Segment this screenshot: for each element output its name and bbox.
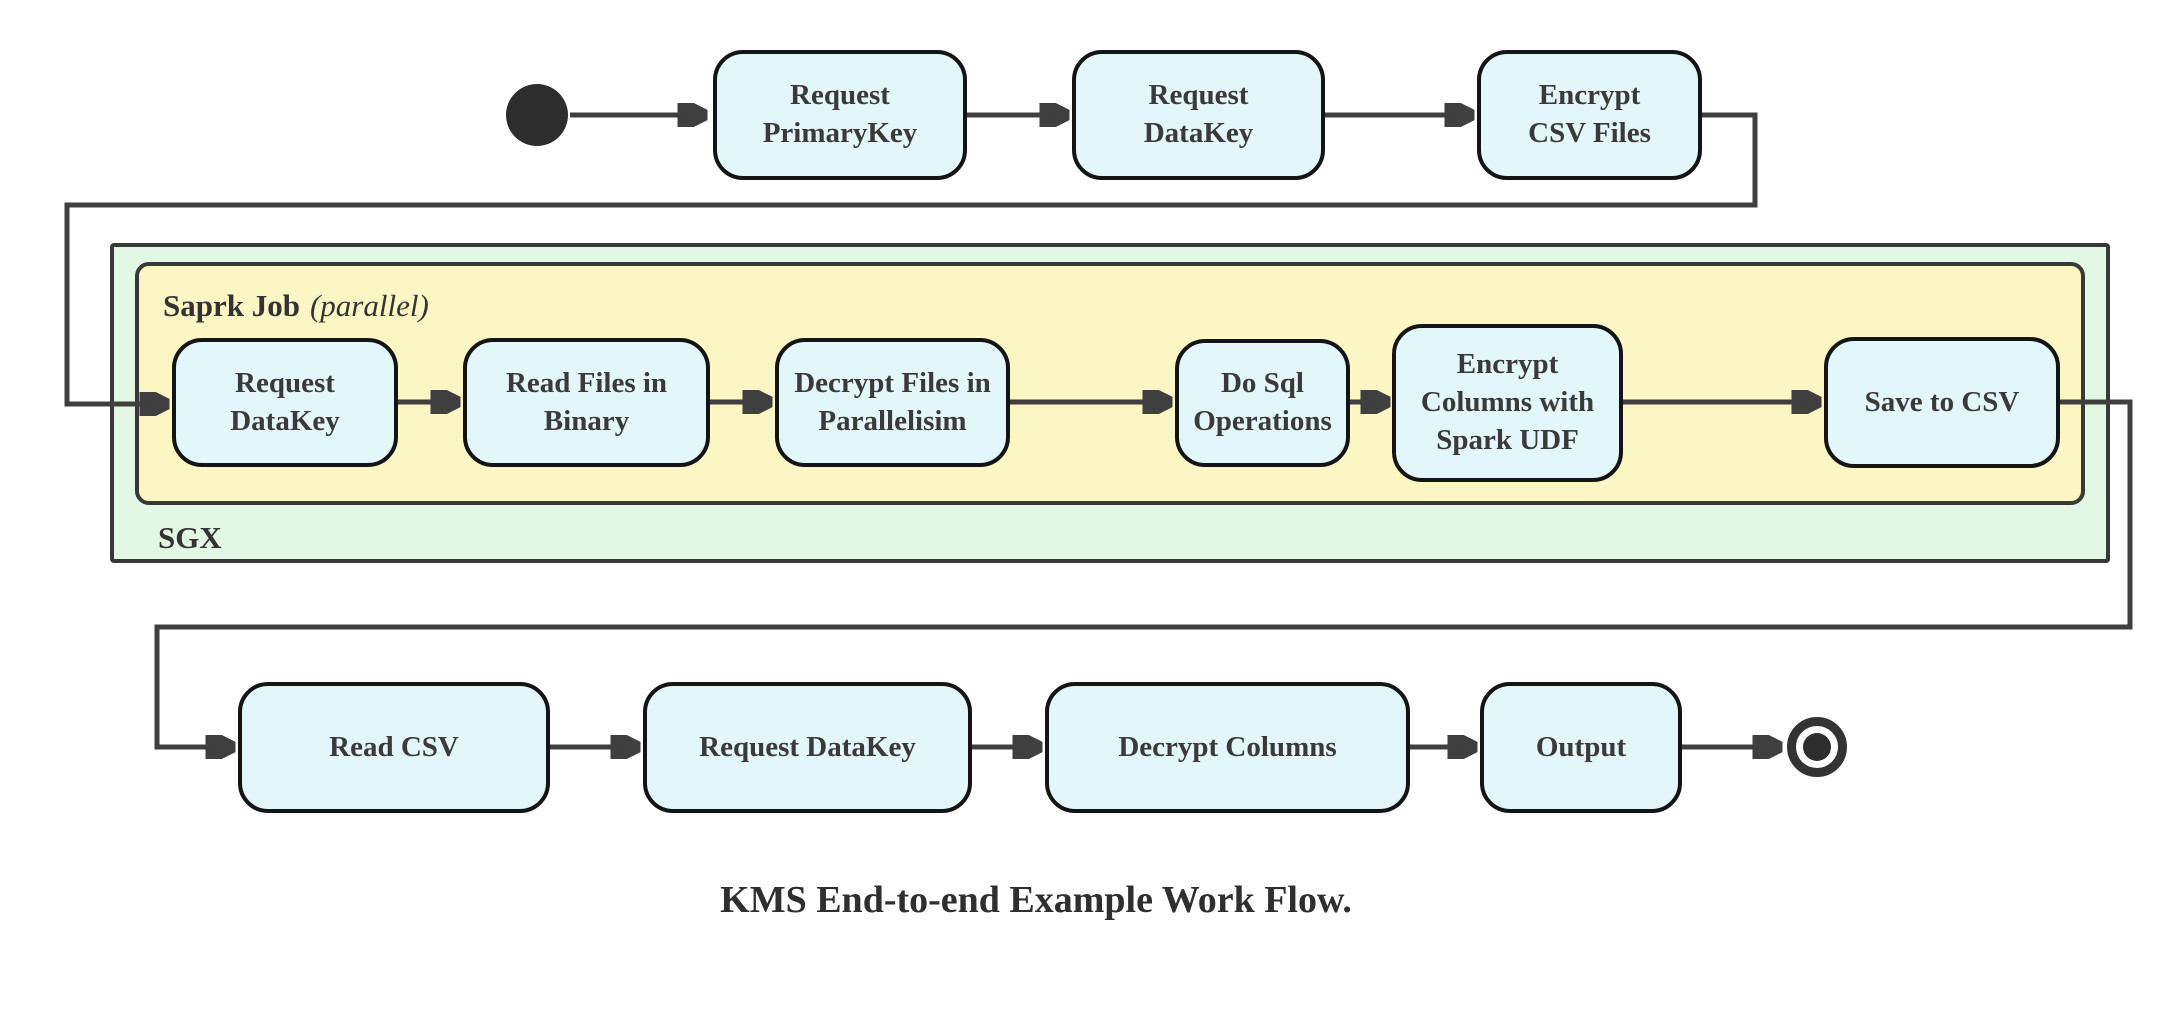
node-encrypt-csv-files: Encrypt CSV Files (1477, 50, 1702, 180)
spark-job-label: Saprk Job (parallel) (163, 288, 429, 324)
edge-save-csv-to-read-csv (154, 399, 2133, 747)
node-decrypt-columns: Decrypt Columns (1045, 682, 1410, 813)
node-request-primarykey: Request PrimaryKey (713, 50, 967, 180)
node-request-datakey-spark: Request DataKey (172, 338, 398, 467)
node-output: Output (1480, 682, 1682, 813)
node-save-to-csv: Save to CSV (1824, 337, 2060, 468)
spark-job-label-text: Saprk Job (163, 288, 300, 323)
sgx-label: SGX (158, 520, 222, 555)
spark-job-parallel-suffix: (parallel) (309, 288, 429, 323)
end-node (1787, 717, 1847, 777)
node-do-sql-operations: Do Sql Operations (1175, 339, 1350, 467)
node-read-csv: Read CSV (238, 682, 550, 813)
diagram-caption: KMS End-to-end Example Work Flow. (720, 879, 1352, 921)
node-decrypt-files-in-parallelisim: Decrypt Files in Parallelisim (775, 338, 1010, 467)
node-read-files-in-binary: Read Files in Binary (463, 338, 710, 467)
container-spark-job (135, 262, 2085, 505)
start-node (506, 84, 568, 146)
edge-encrypt-csv-files-to-spark-request-datakey (64, 112, 1758, 404)
node-request-datakey-bottom: Request DataKey (643, 682, 972, 813)
end-node-dot (1803, 733, 1831, 761)
node-request-datakey-top: Request DataKey (1072, 50, 1325, 180)
node-encrypt-columns-with-spark-udf: Encrypt Columns with Spark UDF (1392, 324, 1623, 482)
